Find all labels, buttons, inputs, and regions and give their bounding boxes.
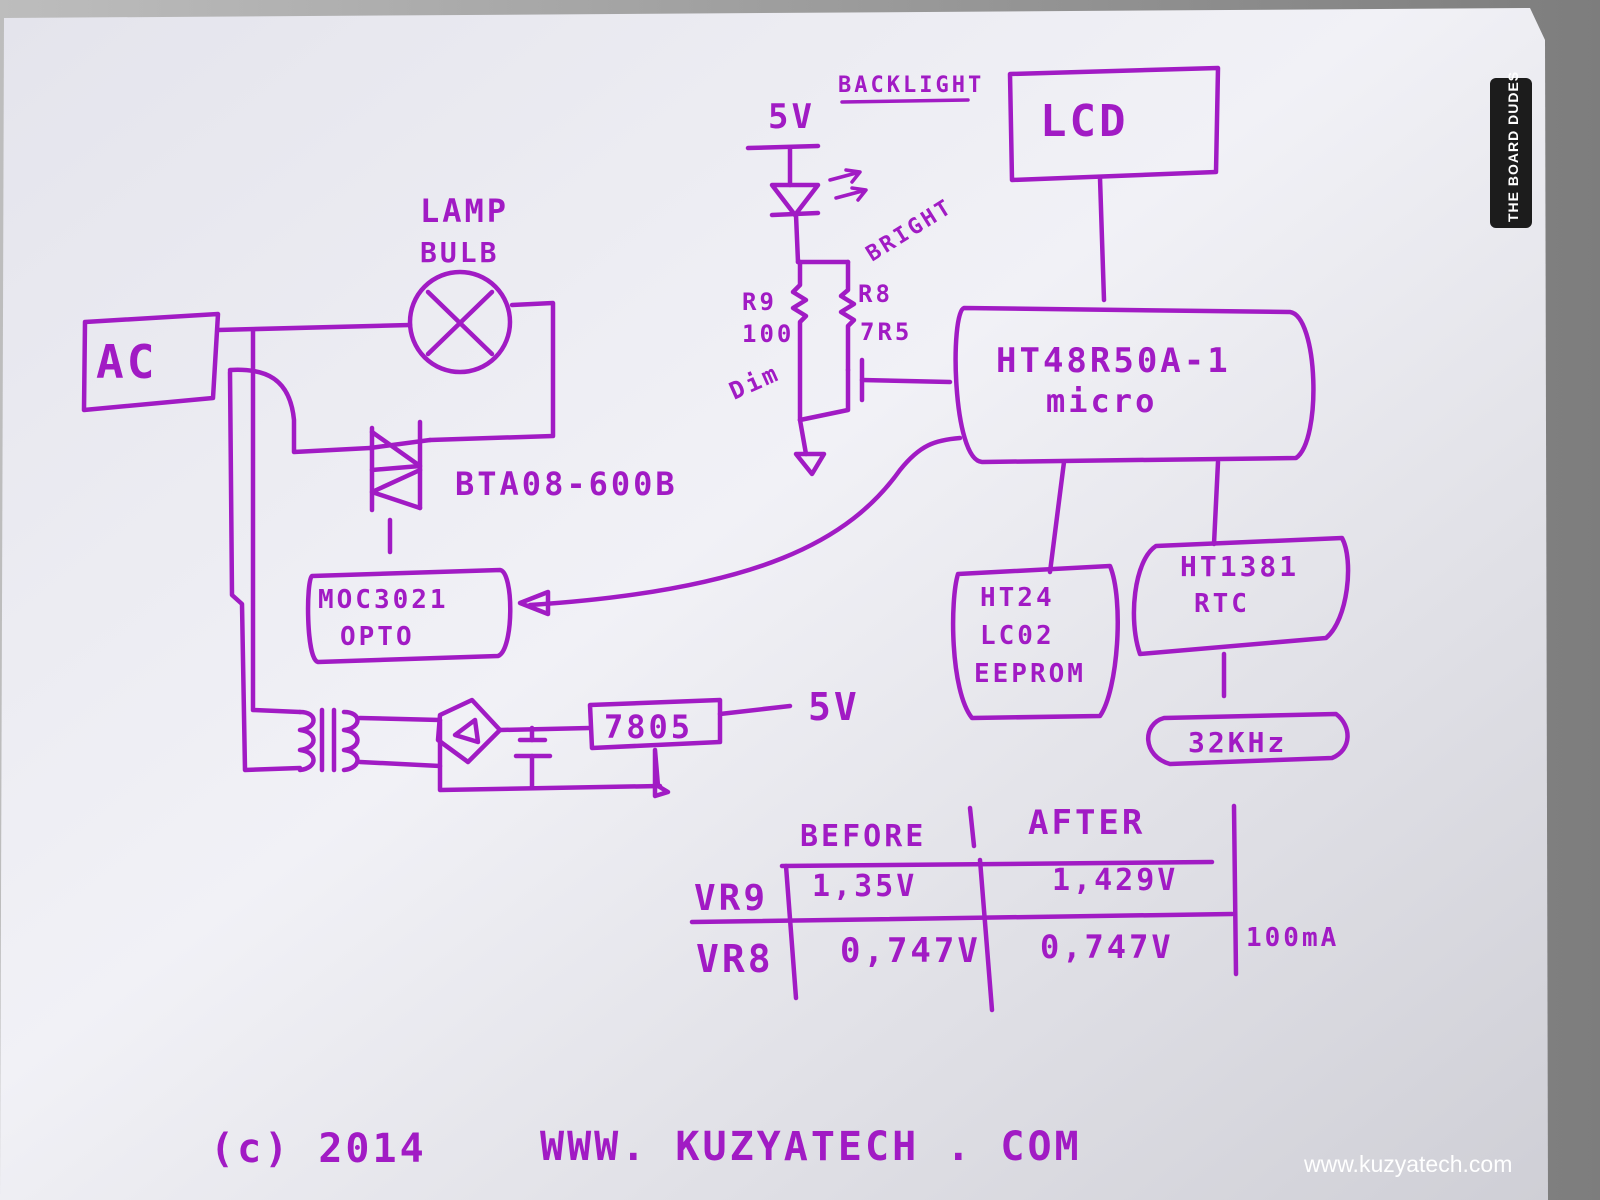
power-supply: 7805 5V [435,685,860,799]
microcontroller-block: HT48R50A-1 micro [953,305,1316,575]
lamp-label-line2: BULB [420,236,499,269]
ac-wiring [215,300,556,773]
rtc-label-line1: HT1381 [1180,550,1299,583]
site-text: WWW. KUZYATECH . COM [540,1124,1082,1170]
watermark-text: www.kuzyatech.com [1303,1151,1512,1177]
micro-label-line1: HT48R50A-1 [996,341,1231,381]
current-note: 100mA [1246,923,1339,953]
rtc-label-line2: RTC [1194,589,1250,619]
micro-label-line2: micro [1046,382,1157,420]
board-surface [0,8,1548,1200]
r9-value: 100 [742,320,794,348]
eeprom-label-line1: HT24 [980,583,1055,613]
table-row2-before: 0,747V [840,931,981,971]
opto-block: MOC3021 OPTO [305,435,963,665]
table-row2-label: VR8 [696,937,774,981]
table-row1-label: VR9 [694,878,768,919]
table-row2-after: 0,747V [1040,928,1174,966]
crystal-label: 32KHz [1188,726,1287,759]
backlight-label: BACKLIGHT [838,73,984,98]
regulator-label: 7805 [604,708,693,746]
eeprom-label-line3: EEPROM [974,659,1086,689]
regulator-output-5v: 5V [808,685,860,729]
triac-label: BTA08-600B [455,465,678,503]
rtc-block: HT1381 RTC [1131,535,1351,699]
board-logo: THE BOARD DUDES [1490,71,1532,228]
ac-source-block: AC [81,311,221,413]
r9-name: R9 [742,288,777,316]
table-row1-before: 1,35V [812,869,917,904]
table-header-before: BEFORE [800,819,926,854]
lcd-block: LCD [1007,65,1221,303]
svg-text:THE BOARD DUDES: THE BOARD DUDES [1505,71,1521,222]
r8-name: R8 [858,280,893,308]
eeprom-label-line2: LC02 [980,621,1055,651]
r8-value: 7R5 [860,318,912,346]
opto-label-line2: OPTO [340,622,415,652]
crystal-block: 32KHz [1146,711,1350,767]
board-footer: (c) 2014 WWW. KUZYATECH . COM [210,1124,1082,1172]
copyright-text: (c) 2014 [210,1126,427,1172]
lamp-bulb: LAMP BULB [407,192,513,375]
eeprom-block: HT24 LC02 EEPROM [950,563,1120,721]
measurement-table: BEFORE AFTER VR9 1,35V 1,429V VR8 0,747V… [689,803,1339,1013]
table-row1-after: 1,429V [1052,863,1178,898]
ac-label: AC [96,335,157,389]
triac-symbol: BTA08-600B [367,419,678,555]
table-header-after: AFTER [1028,803,1145,843]
lcd-label: LCD [1040,96,1128,147]
opto-label-line1: MOC3021 [318,585,449,615]
backlight-5v-label: 5V [768,97,815,137]
lamp-label-line1: LAMP [420,192,509,230]
